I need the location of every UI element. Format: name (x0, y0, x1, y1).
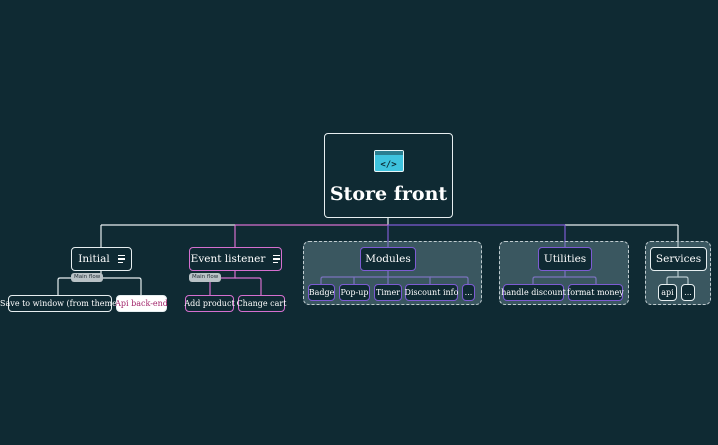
subtopic-save-to-window[interactable]: Save to window (from theme) (0, 295, 120, 312)
notes-icon (273, 253, 281, 265)
topic-modules-label: Modules (365, 253, 411, 265)
subtopic-discount-info[interactable]: Discount info (405, 284, 458, 301)
topic-utilities[interactable]: Utilities (538, 247, 592, 271)
subtopic-handle-discount[interactable]: handle discount (501, 284, 566, 301)
subtopic-more-services[interactable]: ... (681, 284, 695, 301)
subtopic-api-back-end[interactable]: Api back-end (115, 295, 168, 312)
notes-icon (117, 253, 125, 265)
subtopic-change-cart[interactable]: Change cart (237, 295, 286, 312)
relationship-label-event-listener: Main flow (189, 273, 222, 282)
root-topic[interactable]: </> Store front (324, 133, 453, 218)
topic-event-listener[interactable]: Event listener (189, 247, 282, 271)
topic-modules[interactable]: Modules (360, 247, 416, 271)
code-icon: </> (373, 150, 404, 172)
topic-services[interactable]: Services (650, 247, 707, 271)
relationship-label-initial: Main flow (71, 273, 104, 282)
topic-initial[interactable]: Initial (71, 247, 132, 271)
topic-event-listener-label: Event listener (190, 253, 266, 265)
topic-initial-label: Initial (78, 253, 110, 265)
subtopic-timer[interactable]: Timer (374, 284, 402, 301)
subtopic-format-money[interactable]: format money (567, 284, 624, 301)
subtopic-pop-up[interactable]: Pop-up (339, 284, 370, 301)
topic-services-label: Services (655, 253, 702, 265)
subtopic-api[interactable]: api (658, 284, 677, 301)
root-title: Store front (329, 183, 448, 205)
subtopic-badge[interactable]: Badge (308, 284, 335, 301)
subtopic-add-product[interactable]: Add product (184, 295, 235, 312)
subtopic-more-modules[interactable]: ... (462, 284, 475, 301)
topic-utilities-label: Utilities (543, 253, 587, 265)
